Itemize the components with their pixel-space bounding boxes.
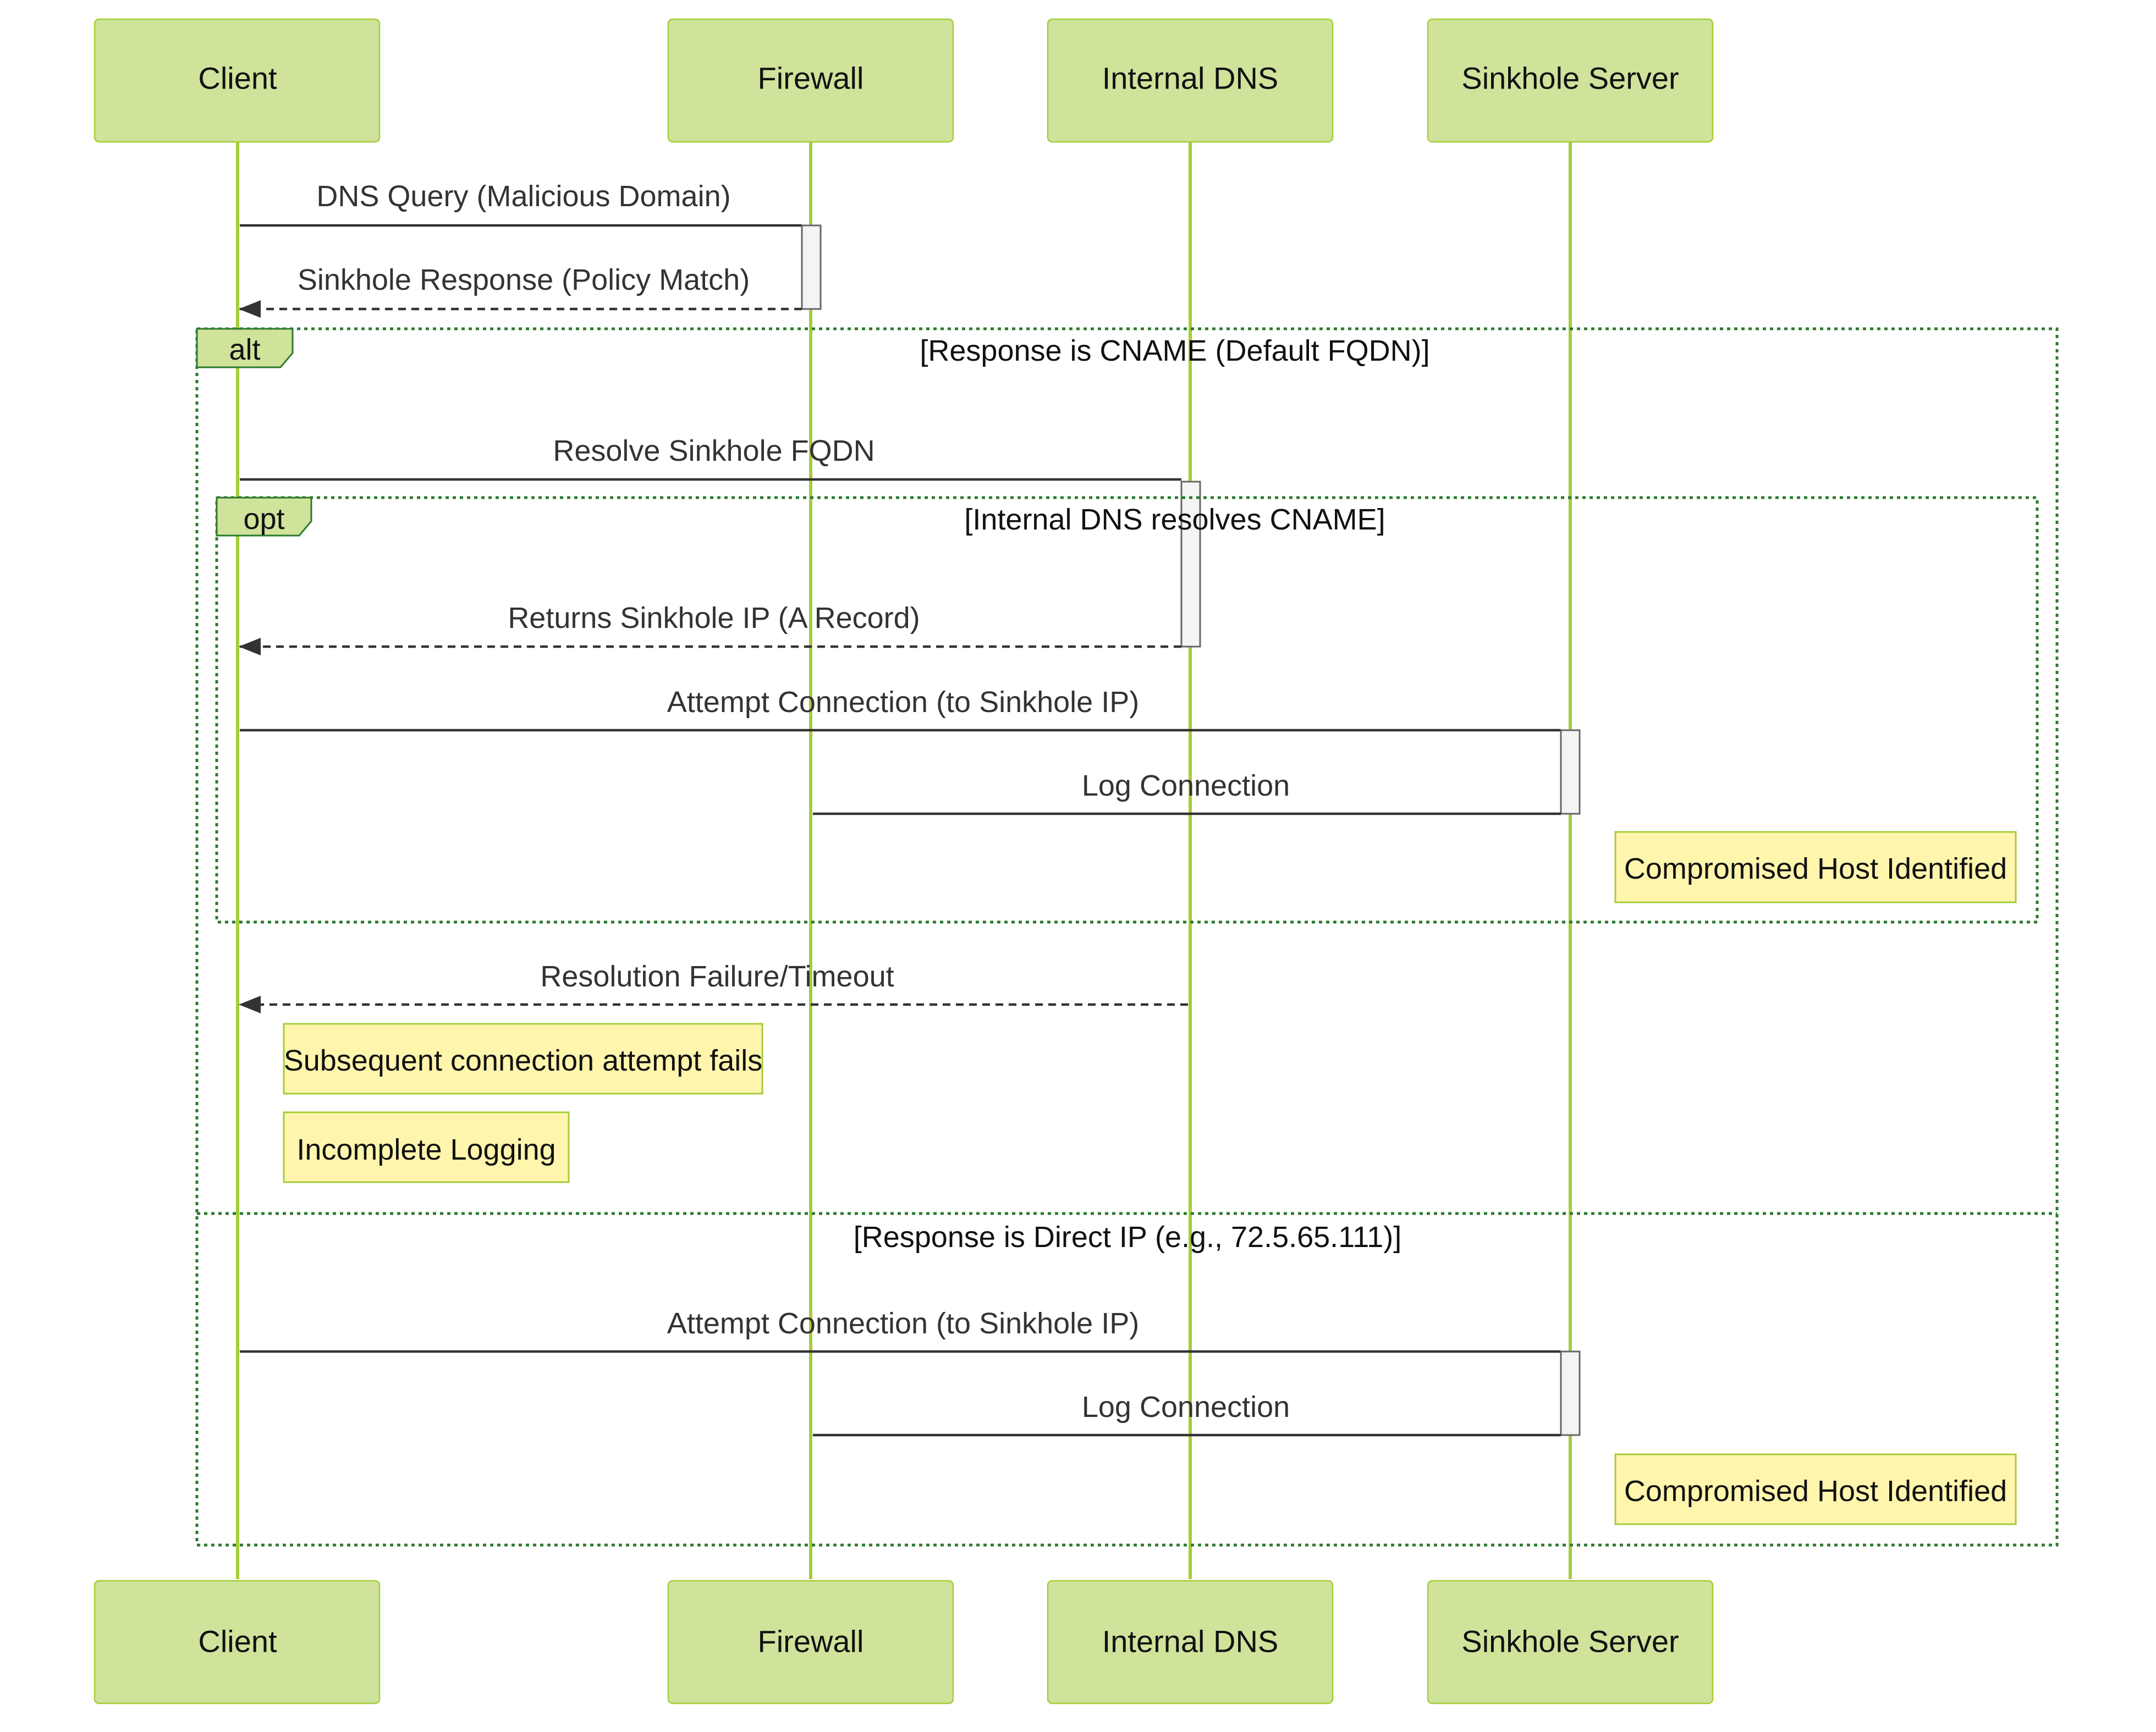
actor-client-bottom: Client xyxy=(94,1580,381,1705)
message-label: Attempt Connection (to Sinkhole IP) xyxy=(667,686,1139,719)
alt-tag: alt xyxy=(229,333,260,366)
message-log-connection-1: Log Connection xyxy=(813,769,1561,815)
actor-internal-dns-bottom: Internal DNS xyxy=(1047,1580,1334,1705)
message-dns-query: DNS Query (Malicious Domain) xyxy=(240,180,802,227)
note-label: Incomplete Logging xyxy=(296,1133,556,1166)
actor-label: Firewall xyxy=(758,61,864,96)
alt-guard-1: [Response is CNAME (Default FQDN)] xyxy=(920,334,1429,367)
message-label: Resolve Sinkhole FQDN xyxy=(553,434,875,467)
sinkhole-activation-2 xyxy=(1560,1350,1581,1436)
message-attempt-connection-1: Attempt Connection (to Sinkhole IP) xyxy=(240,686,1561,732)
note-subsequent-fail: Subsequent connection attempt fails xyxy=(283,1023,763,1095)
actor-label: Sinkhole Server xyxy=(1461,61,1679,96)
note-compromised-host-1: Compromised Host Identified xyxy=(1614,831,2017,903)
opt-guard: [Internal DNS resolves CNAME] xyxy=(964,503,1385,536)
note-incomplete-logging: Incomplete Logging xyxy=(283,1111,570,1183)
message-label: DNS Query (Malicious Domain) xyxy=(316,180,730,213)
firewall-activation xyxy=(801,224,822,310)
actor-client-top: Client xyxy=(94,18,381,143)
note-label: Compromised Host Identified xyxy=(1624,852,2007,885)
opt-fragment: opt [Internal DNS resolves CNAME] xyxy=(215,496,2039,924)
message-sinkhole-response: Sinkhole Response (Policy Match) xyxy=(239,263,802,318)
actor-label: Internal DNS xyxy=(1102,61,1279,96)
alt-tab xyxy=(196,328,294,368)
message-attempt-connection-2: Attempt Connection (to Sinkhole IP) xyxy=(240,1307,1561,1353)
message-label: Log Connection xyxy=(1082,1391,1290,1424)
actor-label: Client xyxy=(198,1624,277,1659)
sinkhole-activation-1 xyxy=(1560,729,1581,815)
internal-dns-activation xyxy=(1180,481,1201,648)
alt-fragment: alt [Response is CNAME (Default FQDN)] [… xyxy=(195,327,2059,1547)
alt-guard-2: [Response is Direct IP (e.g., 72.5.65.11… xyxy=(854,1221,1402,1254)
message-label: Sinkhole Response (Policy Match) xyxy=(298,263,750,296)
message-resolution-failure: Resolution Failure/Timeout xyxy=(239,960,1188,1013)
message-label: Resolution Failure/Timeout xyxy=(540,960,894,993)
message-label: Attempt Connection (to Sinkhole IP) xyxy=(667,1307,1139,1340)
message-returns-ip: Returns Sinkhole IP (A Record) xyxy=(239,602,1181,655)
message-log-connection-2: Log Connection xyxy=(813,1391,1561,1437)
message-label: Log Connection xyxy=(1082,769,1290,802)
actor-label: Sinkhole Server xyxy=(1461,1624,1679,1659)
actor-firewall-top: Firewall xyxy=(667,18,954,143)
actor-sinkhole-server-top: Sinkhole Server xyxy=(1427,18,1714,143)
note-label: Subsequent connection attempt fails xyxy=(284,1044,763,1077)
opt-tag: opt xyxy=(243,503,284,536)
actor-firewall-bottom: Firewall xyxy=(667,1580,954,1705)
message-label: Returns Sinkhole IP (A Record) xyxy=(508,602,920,635)
note-compromised-host-2: Compromised Host Identified xyxy=(1614,1453,2017,1525)
actor-sinkhole-server-bottom: Sinkhole Server xyxy=(1427,1580,1714,1705)
actor-label: Firewall xyxy=(758,1624,864,1659)
opt-tab xyxy=(216,497,312,537)
actor-internal-dns-top: Internal DNS xyxy=(1047,18,1334,143)
actor-label: Internal DNS xyxy=(1102,1624,1279,1659)
note-label: Compromised Host Identified xyxy=(1624,1475,2007,1508)
message-resolve-fqdn: Resolve Sinkhole FQDN xyxy=(240,434,1181,481)
actor-label: Client xyxy=(198,61,277,96)
